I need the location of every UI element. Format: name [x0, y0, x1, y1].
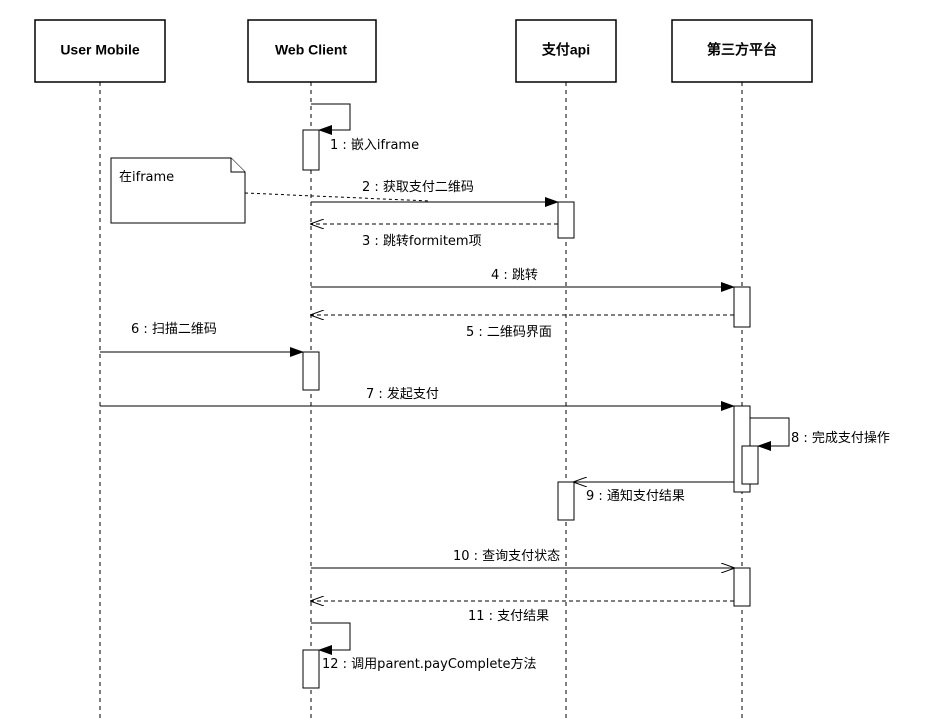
activation-third-10	[733, 567, 751, 607]
message-1-arrow	[311, 103, 351, 135]
message-4-label: 4 : 跳转	[491, 268, 538, 283]
participant-third-party: 第三方平台	[671, 19, 813, 83]
activation-web-6	[302, 351, 320, 391]
message-11-label: 11 : 支付结果	[468, 609, 549, 624]
message-10-label: 10 : 查询支付状态	[453, 549, 560, 564]
activation-web-1	[302, 129, 320, 171]
message-3-label: 3 : 跳转formitem项	[362, 234, 482, 249]
activation-third-8	[741, 445, 759, 485]
activation-third-4	[733, 286, 751, 328]
message-9-label: 9 : 通知支付结果	[586, 488, 685, 504]
message-12-arrow	[311, 622, 351, 655]
participant-label: User Mobile	[60, 42, 140, 58]
participant-label: 第三方平台	[707, 42, 777, 58]
message-7-label: 7 : 发起支付	[366, 386, 439, 402]
message-8-arrow	[750, 417, 790, 451]
note-text: 在iframe	[119, 170, 174, 185]
message-5-label: 5 : 二维码界面	[466, 325, 552, 340]
activation-api-2	[557, 201, 575, 239]
message-12-label: 12 : 调用parent.payComplete方法	[322, 656, 537, 672]
message-6-label: 6 : 扫描二维码	[131, 322, 217, 337]
message-8-label: 8 : 完成支付操作	[791, 430, 890, 446]
participant-label: Web Client	[275, 42, 347, 58]
note-connector	[244, 192, 431, 202]
activation-web-12	[302, 649, 320, 689]
participant-label: 支付api	[541, 42, 590, 58]
note: 在iframe	[110, 157, 246, 224]
participant-user-mobile: User Mobile	[34, 19, 166, 83]
message-1-label: 1 : 嵌入iframe	[330, 138, 419, 153]
participant-web-client: Web Client	[247, 19, 377, 83]
participant-payment-api: 支付api	[515, 19, 617, 83]
activation-api-9	[557, 481, 575, 521]
message-2-label: 2 : 获取支付二维码	[362, 180, 474, 195]
